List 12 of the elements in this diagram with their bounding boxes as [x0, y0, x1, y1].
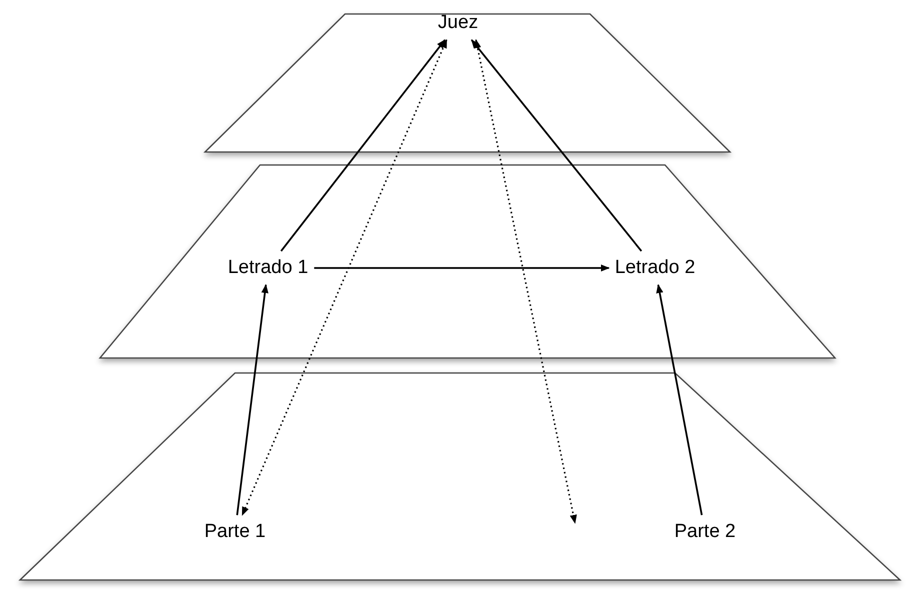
arrow [280, 39, 446, 252]
node-label: Letrado 1 [228, 257, 308, 279]
dotted-arrow [242, 39, 448, 516]
arrow [470, 39, 642, 252]
node-label: Parte 1 [204, 521, 266, 543]
arrow [236, 284, 268, 516]
node-label: Juez [438, 12, 478, 34]
arrow [314, 264, 610, 272]
node-label: Letrado 2 [614, 257, 696, 279]
node-label: Parte 2 [674, 521, 736, 543]
dotted-arrow [474, 39, 577, 524]
arrow [656, 284, 703, 516]
